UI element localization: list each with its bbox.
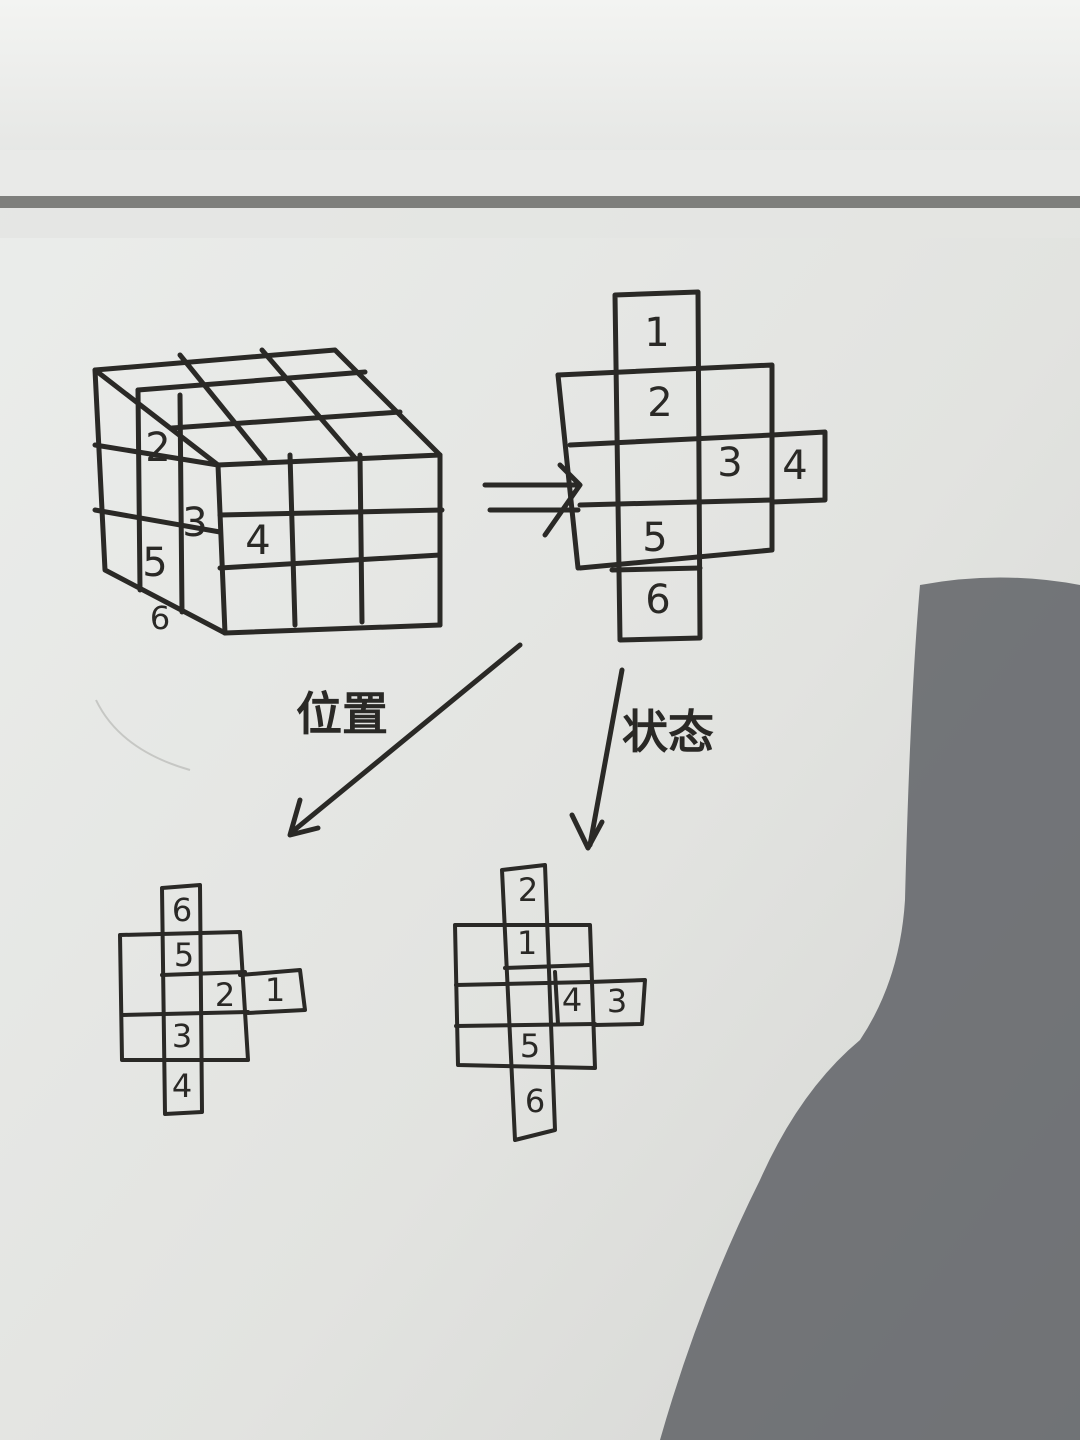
state-net-face-label: 5 [520, 1027, 540, 1065]
cube-face-label: 2 [145, 425, 170, 471]
net-face-label: 5 [642, 515, 667, 561]
cube-face-label: 5 [142, 540, 167, 586]
cube-face-label: 6 [150, 599, 170, 637]
arrow-label-position: 位置 [296, 687, 388, 741]
arrow-state: 状态 [569, 667, 714, 851]
position-net-face-label: 5 [174, 936, 194, 974]
net-face-label: 6 [645, 577, 670, 623]
net-face-label: 3 [717, 440, 742, 486]
state-net-face-label: 1 [517, 924, 537, 962]
state-net-face-label: 4 [562, 981, 582, 1019]
cube-face-label: 3 [182, 500, 207, 546]
state-net-face-label: 6 [525, 1082, 545, 1120]
position-net: 6 5 2 1 3 4 [118, 883, 307, 1116]
state-net-face-label: 2 [518, 871, 538, 909]
state-net-face-label: 3 [607, 982, 627, 1020]
position-net-face-label: 3 [172, 1017, 192, 1055]
cube-face-label: 4 [245, 518, 270, 564]
arrow-position: 位置 [287, 642, 523, 838]
net-face-label: 1 [644, 310, 669, 356]
position-net-face-label: 2 [215, 976, 235, 1014]
position-net-face-label: 1 [265, 971, 285, 1009]
unfolded-net: 1 2 3 4 5 6 [555, 289, 828, 643]
net-face-label: 2 [647, 380, 672, 426]
position-net-face-label: 4 [172, 1067, 192, 1105]
arrow-label-state: 状态 [622, 705, 714, 759]
state-net: 2 1 4 3 5 6 [453, 863, 647, 1142]
position-net-face-label: 6 [172, 891, 192, 929]
net-face-label: 4 [782, 443, 807, 489]
cube-3d: 2 3 5 4 6 [92, 347, 445, 637]
